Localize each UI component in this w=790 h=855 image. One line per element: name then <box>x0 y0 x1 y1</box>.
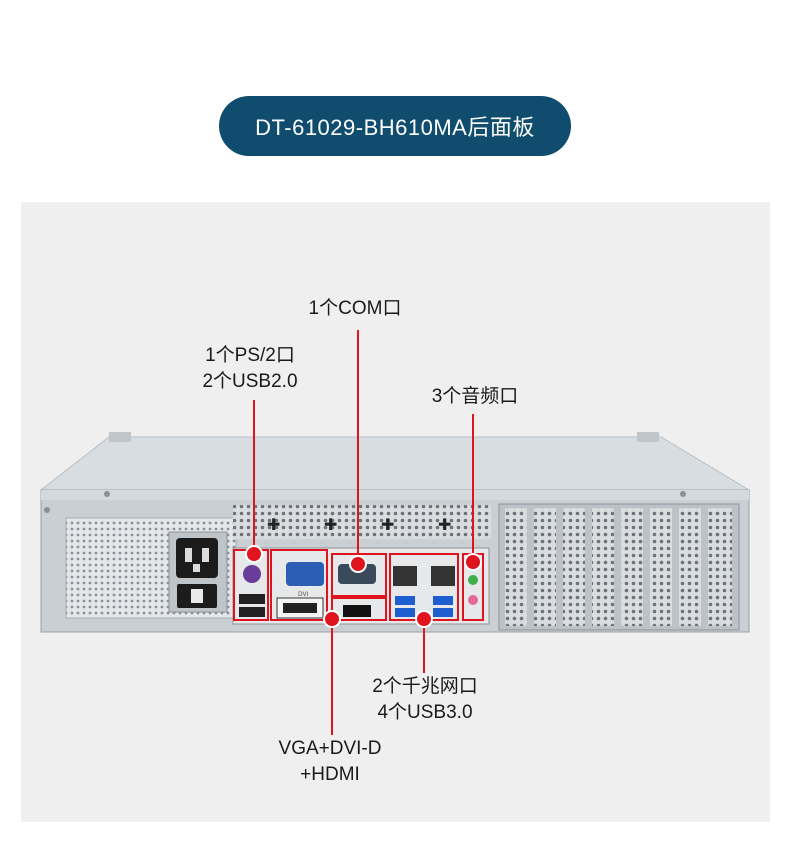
audio-jack-pink <box>468 595 478 605</box>
com-highlight <box>331 553 387 597</box>
svg-text:✚: ✚ <box>267 515 280 534</box>
svg-text:✚: ✚ <box>381 515 394 534</box>
io-vent-strip <box>233 505 491 539</box>
label-vga-dvi-line: VGA+DVI-D <box>278 738 382 759</box>
rack-ear-right <box>637 432 659 442</box>
ps2-port-icon <box>243 565 261 583</box>
usb3-port-1 <box>395 596 415 605</box>
label-ps2-line: 1个PS/2口 <box>205 345 295 366</box>
label-ps2-usb2: 1个PS/2口 2个USB2.0 <box>180 343 320 395</box>
usb2-port-bottom <box>239 607 265 617</box>
callout-line-audio <box>472 414 474 560</box>
chassis-top <box>39 436 751 491</box>
label-hdmi-line: +HDMI <box>300 764 360 785</box>
title-banner: DT-61029-BH610MA后面板 <box>219 96 571 156</box>
dvi-mark: DVI <box>298 591 309 598</box>
svg-text:✚: ✚ <box>324 515 337 534</box>
svg-text:✚: ✚ <box>438 515 451 534</box>
callout-line-video <box>331 617 333 735</box>
label-usb3-line: 4个USB3.0 <box>377 702 473 723</box>
screw-markers: ✚ ✚ ✚ ✚ <box>267 515 451 534</box>
callout-line-ps2 <box>253 400 255 550</box>
usb3-port-2 <box>395 608 415 617</box>
expansion-slots <box>498 503 740 631</box>
callout-dot-com <box>349 555 367 573</box>
callout-line-com <box>357 330 359 562</box>
product-photo-panel: ✚ ✚ ✚ ✚ DVI <box>21 202 770 822</box>
label-lan-usb3: 2个千兆网口 4个USB3.0 <box>350 674 500 726</box>
callout-dot-lan <box>415 610 433 628</box>
vga-port-icon <box>286 562 324 586</box>
usb2-port-top <box>239 594 265 604</box>
hdmi-port-icon <box>343 605 371 617</box>
chassis-rear-illustration: ✚ ✚ ✚ ✚ DVI <box>39 432 751 633</box>
video-highlight <box>270 549 328 621</box>
audio-jack-green <box>468 575 478 585</box>
usb3-port-4 <box>433 608 453 617</box>
lan-port-2 <box>431 566 455 586</box>
callout-line-lan <box>423 617 425 673</box>
com-port-icon <box>338 564 376 584</box>
lan-port-1 <box>393 566 417 586</box>
rack-ear-left <box>109 432 131 442</box>
label-lan-line: 2个千兆网口 <box>372 676 478 697</box>
callout-dot-ps2 <box>245 545 263 563</box>
label-usb2-line: 2个USB2.0 <box>202 371 298 392</box>
callout-dot-audio <box>464 553 482 571</box>
title-text: DT-61029-BH610MA后面板 <box>255 115 535 140</box>
label-com: 1个COM口 <box>308 298 402 319</box>
usb3-port-3 <box>433 596 453 605</box>
label-audio: 3个音频口 <box>431 386 519 407</box>
label-video: VGA+DVI-D +HDMI <box>250 736 410 788</box>
callout-dot-video <box>323 610 341 628</box>
hdmi-highlight <box>331 597 387 621</box>
